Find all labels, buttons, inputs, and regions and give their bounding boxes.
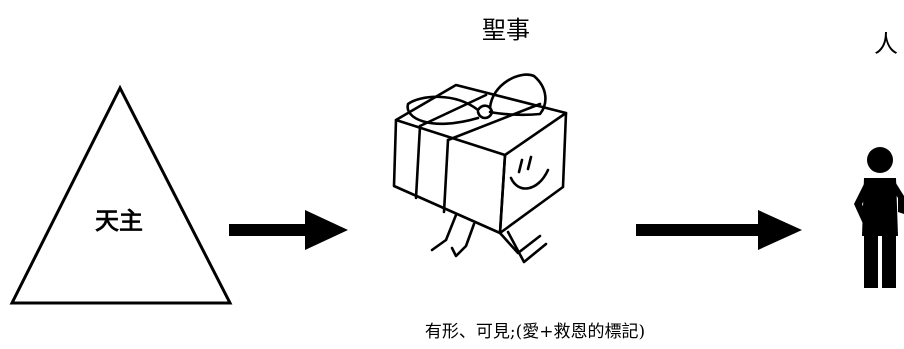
smiling-gift-box-icon <box>392 73 568 264</box>
god-triangle: 天主 <box>9 84 233 305</box>
right-arrow-icon <box>636 210 802 250</box>
person-figure-icon <box>854 147 904 288</box>
triangle-icon <box>9 84 233 305</box>
god-label: 天主 <box>95 206 143 235</box>
sacrament-caption: 有形、可見;(愛+救恩的標記) <box>425 322 645 342</box>
sacrament-title: 聖事 <box>482 16 530 44</box>
person-label: 人 <box>874 30 898 58</box>
right-arrow-icon <box>229 210 348 250</box>
